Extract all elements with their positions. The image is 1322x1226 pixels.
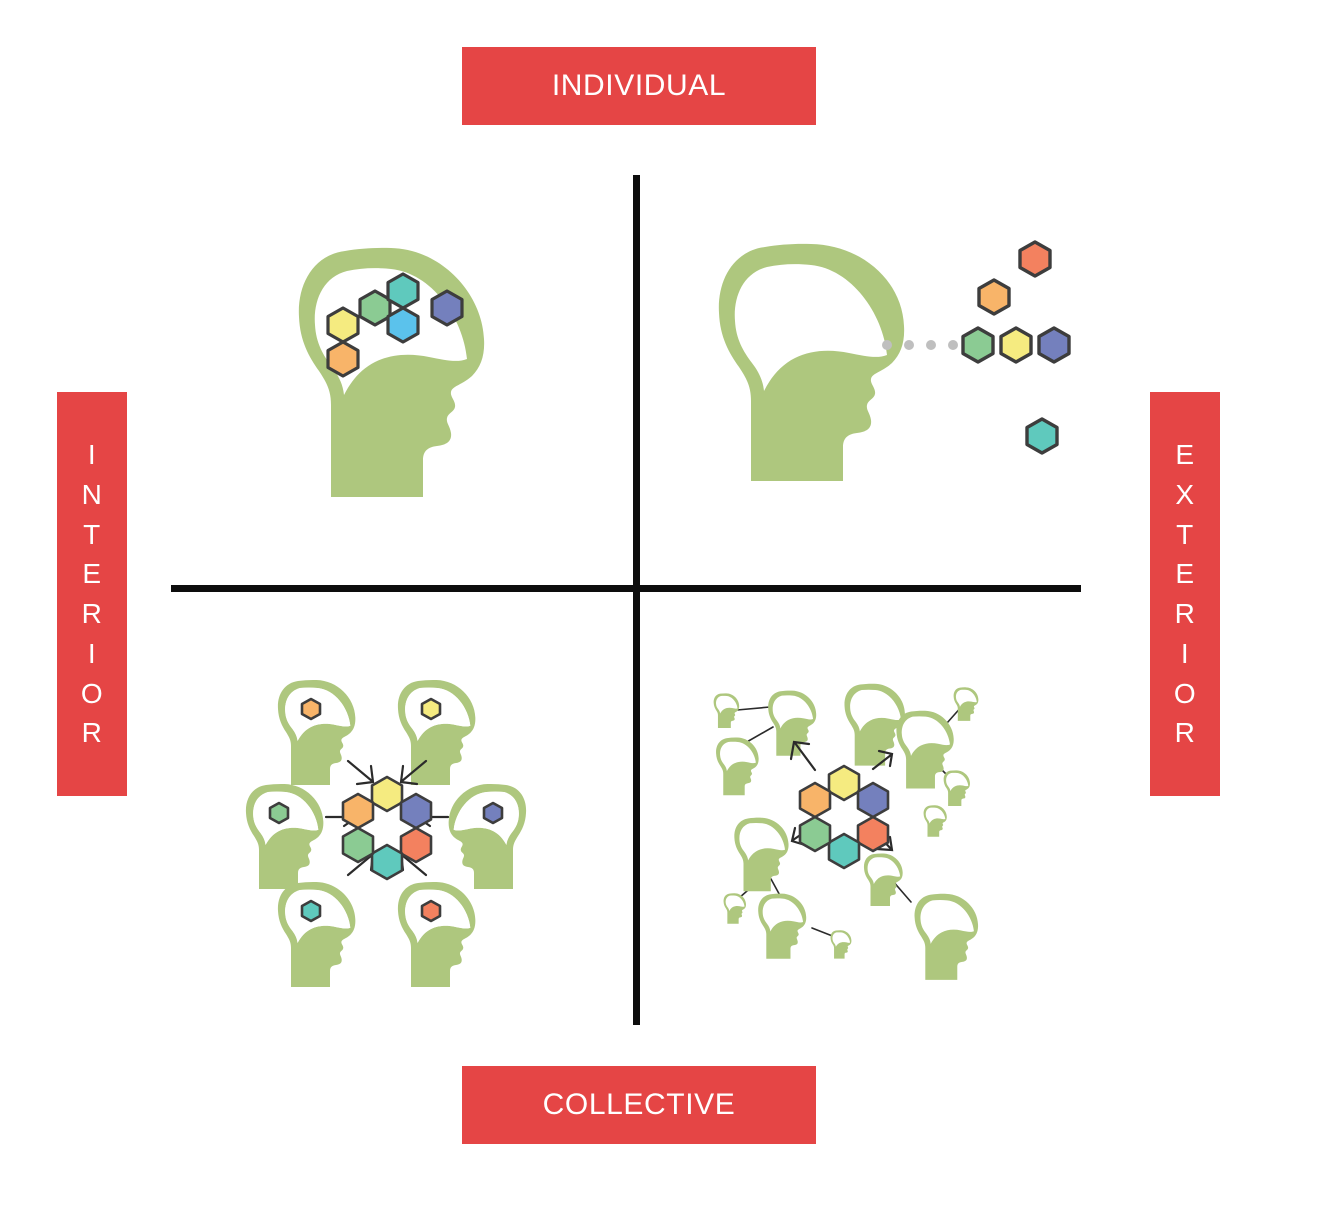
- vertical-axis-line: [633, 175, 640, 1025]
- network-head: [863, 853, 903, 906]
- hexagon-green: [341, 826, 375, 864]
- label-interior-letter: T: [83, 518, 101, 550]
- hexagon-salmon: [399, 826, 433, 864]
- head-with-idea: [277, 881, 356, 987]
- quadrant-exterior-individual: [705, 235, 1075, 505]
- hexagon-orange: [977, 278, 1011, 316]
- network-head: [914, 893, 979, 980]
- hexagon-green: [268, 801, 290, 825]
- quadrant-exterior-collective: [695, 665, 1005, 980]
- hexagon-teal: [386, 272, 420, 310]
- label-exterior-letter: T: [1176, 518, 1194, 550]
- label-interior-letter: N: [81, 478, 103, 510]
- head-with-idea: [397, 679, 476, 785]
- label-interior: I N T E R I O R: [57, 392, 127, 796]
- arrow-to-upper-right: [871, 749, 894, 771]
- hexagon-orange: [300, 697, 322, 721]
- hexagon-orange: [341, 792, 375, 830]
- hexagon-teal: [370, 843, 404, 881]
- hexagon-blue: [430, 289, 464, 327]
- hexagon-blue: [482, 801, 504, 825]
- hexagon-green: [961, 326, 995, 364]
- hexagon-lightblue: [386, 306, 420, 344]
- network-head: [943, 770, 970, 807]
- label-collective-text: COLLECTIVE: [542, 1088, 736, 1121]
- network-head: [713, 693, 740, 728]
- hexagon-orange: [326, 340, 360, 378]
- hexagon-yellow: [827, 764, 861, 802]
- quadrant-interior-individual: [295, 245, 525, 505]
- label-interior-letter: R: [81, 717, 103, 749]
- hexagon-cluster-inside-brain: [326, 272, 464, 378]
- arrow-to-upper-left: [789, 740, 817, 772]
- network-link: [736, 706, 771, 711]
- label-interior-letter: R: [81, 598, 103, 629]
- label-exterior-letter: O: [1173, 677, 1197, 709]
- quadrant-interior-collective: [238, 665, 528, 987]
- label-interior-letter: O: [80, 677, 104, 709]
- network-head: [923, 805, 947, 837]
- dotted-thought-line: [882, 340, 958, 350]
- hexagon-yellow: [999, 326, 1033, 364]
- central-hexagon-cluster: [341, 775, 433, 881]
- hexagon-salmon: [420, 899, 442, 923]
- network-head: [734, 817, 789, 892]
- hexagon-teal: [1025, 417, 1059, 455]
- label-exterior-letter: E: [1175, 439, 1195, 470]
- arrow-from-top-left: [346, 759, 375, 786]
- central-hexagon-cluster: [798, 764, 890, 870]
- network-head: [953, 687, 979, 721]
- hexagon-salmon: [1018, 240, 1052, 278]
- network-link: [744, 726, 774, 744]
- label-exterior: E X T E R I O R: [1150, 392, 1220, 796]
- brain-cavity: [734, 264, 887, 391]
- label-interior-letter: I: [87, 637, 97, 669]
- hexagon-salmon: [856, 815, 890, 853]
- hexagon-green: [798, 815, 832, 853]
- hexagon-yellow: [420, 697, 442, 721]
- head-with-idea: [397, 881, 476, 987]
- network-head: [723, 893, 747, 924]
- arrow-from-top-right: [399, 759, 428, 786]
- label-exterior-letter: R: [1174, 717, 1196, 749]
- hexagon-blue: [399, 792, 433, 830]
- label-exterior-letter: X: [1175, 478, 1195, 510]
- label-individual: INDIVIDUAL: [462, 47, 816, 125]
- label-individual-text: INDIVIDUAL: [551, 69, 727, 102]
- label-exterior-letter: R: [1174, 598, 1196, 629]
- hexagon-blue: [1037, 326, 1071, 364]
- label-interior-letter: I: [87, 439, 97, 470]
- label-exterior-letter: E: [1175, 558, 1195, 590]
- hexagon-cluster-outside-head: [961, 240, 1071, 455]
- head-with-idea: [448, 783, 527, 889]
- hexagon-teal: [300, 899, 322, 923]
- horizontal-axis-line: [171, 585, 1081, 592]
- network-head: [758, 893, 807, 959]
- label-interior-letter: E: [82, 558, 102, 590]
- head-with-idea: [277, 679, 356, 785]
- network-head: [716, 737, 759, 796]
- hexagon-teal: [827, 832, 861, 870]
- hexagon-yellow: [370, 775, 404, 813]
- network-head: [830, 930, 852, 959]
- hexagon-orange: [798, 781, 832, 819]
- head-with-idea: [245, 783, 324, 889]
- label-exterior-letter: I: [1180, 637, 1190, 669]
- hexagon-green: [358, 289, 392, 327]
- label-collective: COLLECTIVE: [462, 1066, 816, 1144]
- hexagon-yellow: [326, 306, 360, 344]
- hexagon-blue: [856, 781, 890, 819]
- network-head: [844, 683, 905, 766]
